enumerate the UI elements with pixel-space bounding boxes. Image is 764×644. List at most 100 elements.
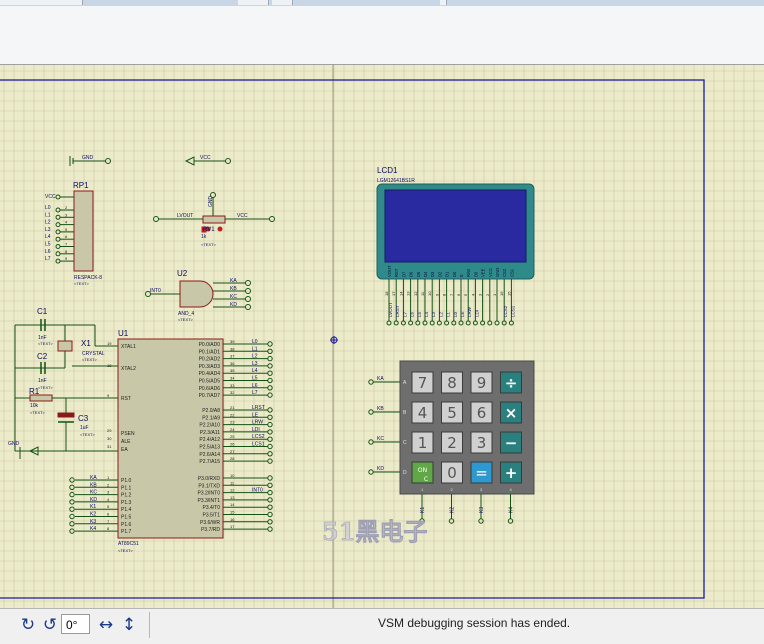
keypad-row-terminal (368, 439, 374, 445)
keypad-key[interactable]: 4 (411, 401, 434, 424)
u1-p1-pin-name: P1.4 (121, 507, 132, 513)
u1-p3-pin-number: 17 (230, 524, 235, 529)
u1-p3-terminal (267, 511, 273, 518)
u1-p0-pin-number: 32 (230, 390, 235, 395)
u1-ref: U1 (118, 329, 129, 338)
keypad-row-net: KA (377, 376, 384, 382)
keypad-col-net: K1 (420, 507, 426, 513)
keypad-key[interactable]: 9 (470, 371, 493, 394)
gnd-arrow (28, 446, 39, 456)
keypad-key[interactable]: ONC (411, 461, 434, 484)
u1-p0-pin-number: 35 (230, 368, 235, 373)
keypad-key[interactable]: + (500, 461, 522, 484)
u2-pin-label: KA (230, 278, 237, 284)
lcd1-pin-number: 11 (420, 291, 425, 296)
u1-p1-terminal (69, 521, 75, 527)
keypad-key-face (441, 371, 463, 394)
lcd1-pin-number: 13 (406, 291, 411, 296)
u1-p2-terminal (267, 421, 273, 428)
u1-p0-pin-name: P0.6/AD6 (199, 386, 221, 392)
rotate-clockwise-icon[interactable]: ↻ (20, 615, 36, 635)
keypad-key-face (500, 401, 522, 424)
keypad-key[interactable]: × (500, 401, 522, 424)
keypad-key[interactable]: − (500, 431, 522, 454)
rp1-pin-label: L6 (45, 249, 51, 255)
tab-segment[interactable] (440, 0, 447, 5)
u1-p2-net-label: LRW (252, 420, 263, 426)
keypad-key-face (500, 431, 522, 454)
lcd1-net-label: LVOUT (388, 302, 393, 317)
u2-pin-terminal (245, 280, 251, 286)
u1-p2-terminal (267, 407, 273, 413)
u1-p1-net-label: K2 (90, 512, 96, 518)
rp1-pin-number: 7 (65, 242, 68, 247)
u1-p0-net-label: L6 (252, 383, 258, 389)
keypad-key[interactable]: = (470, 461, 493, 484)
keypad-key-face (470, 461, 493, 484)
u1-left-pin-name: XTAL2 (121, 366, 136, 372)
lcd1-net-label: LCS1 (510, 305, 515, 317)
keypad-key-face (411, 461, 434, 484)
keypad-key-label: 9 (477, 374, 487, 392)
r1-text: <TEXT> (30, 410, 46, 415)
u1-p0-pin-name: P0.7/AD7 (199, 393, 221, 399)
keypad-key[interactable]: ÷ (500, 371, 522, 394)
u1-p2-pin-name: P2.6/A14 (199, 452, 220, 458)
keypad-key[interactable]: 0 (441, 461, 463, 484)
u1-p2-terminal (267, 451, 273, 457)
keypad-key[interactable]: 2 (441, 431, 463, 454)
keypad-key[interactable]: 6 (470, 401, 493, 424)
u1-p1-pin-name: P1.2 (121, 493, 132, 499)
rv1-value: 1k (201, 234, 207, 240)
lcd1-pin-terminal (501, 320, 507, 326)
u1-p1-pin-name: P1.3 (121, 500, 132, 506)
keypad-key-label: ON (418, 467, 427, 474)
u1-p3-pin-name: P3.0/RXD (198, 476, 221, 482)
u1-p2-pin-number: 27 (230, 449, 235, 454)
u2-pin-terminal (245, 296, 251, 302)
rp1-pin-terminal (55, 222, 61, 228)
rv1-net-left: LVOUT (177, 213, 193, 219)
rv1-net-right: VCC (237, 213, 248, 219)
rv1-right-terminal (269, 216, 275, 222)
keypad-row-net: KC (377, 436, 384, 442)
u1-p0-pin-number: 38 (230, 346, 235, 351)
tab-segment[interactable] (0, 0, 83, 5)
u1-p2-pin-name: P2.5/A13 (199, 445, 220, 451)
keypad-key[interactable]: 5 (441, 401, 463, 424)
u1-p3-terminal (267, 482, 273, 488)
rotation-angle-field[interactable]: 0° (61, 614, 90, 634)
rp1-pin-number: 9 (65, 256, 68, 261)
keypad-key[interactable]: 3 (470, 431, 493, 454)
u1-p1-terminal (69, 528, 75, 534)
keypad-key-label: − (505, 434, 518, 452)
u1-p1-net-label: K1 (90, 504, 96, 510)
rotate-counterclockwise-icon[interactable]: ↺ (42, 615, 58, 635)
lcd1-pin-label: D0 (452, 271, 457, 277)
mirror-horizontal-icon[interactable]: ↔ (98, 615, 114, 635)
lcd1-net-label: L1 (446, 311, 451, 317)
keypad-row-letter: D (403, 470, 407, 476)
u1-p2-pin-name: P2.4/A12 (199, 437, 220, 443)
keypad-key[interactable]: 1 (411, 431, 434, 454)
u1-p2-net-label: LE (252, 412, 259, 418)
u1-p3-pin-name: P3.5/T1 (202, 513, 220, 519)
c1-text: <TEXT> (38, 341, 54, 346)
keypad-key[interactable]: 8 (441, 371, 463, 394)
mirror-vertical-icon[interactable]: ↕ (121, 615, 137, 635)
lcd1-pin-terminal (429, 320, 435, 326)
lcd1-pin-terminal (408, 320, 414, 326)
u2-pin-label: KC (230, 294, 237, 300)
lcd1-pin-number: 15 (506, 291, 511, 296)
x1-text: <TEXT> (82, 357, 98, 362)
keypad-key[interactable]: 7 (411, 371, 434, 394)
tab-segment[interactable] (238, 0, 269, 5)
lcd1-pin-number: 17 (391, 291, 396, 296)
lcd1-net-label: LCS2 (503, 305, 508, 317)
lcd1-pin-label: R/W (466, 269, 471, 277)
rp1-pin-number: 5 (65, 227, 68, 232)
lcd1-pin-number: 9 (434, 293, 439, 296)
tab-segment[interactable] (272, 0, 293, 5)
